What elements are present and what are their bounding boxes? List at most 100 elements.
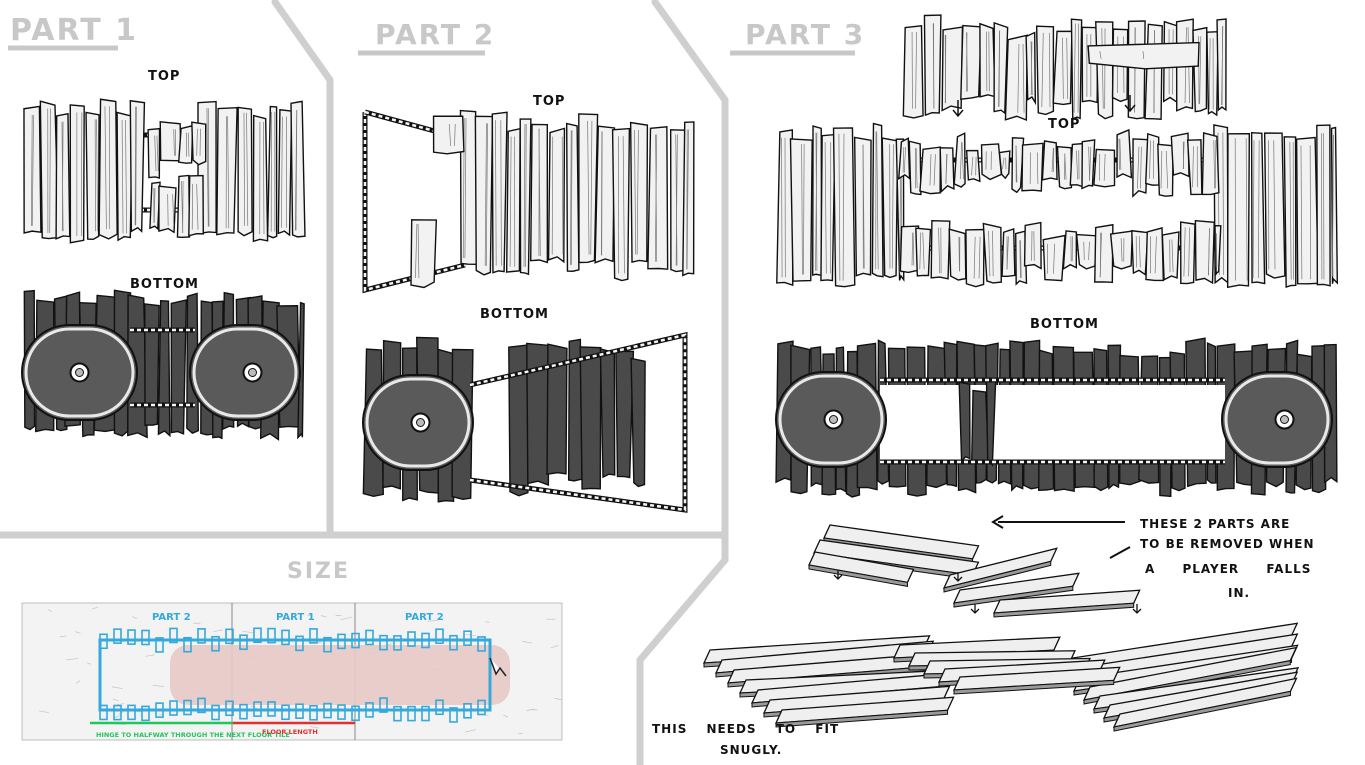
wood-grain bbox=[1089, 146, 1092, 181]
plank bbox=[958, 381, 971, 464]
wood-grain bbox=[561, 136, 564, 255]
wood-grain bbox=[912, 232, 915, 266]
sketch-mark bbox=[550, 644, 559, 649]
wood-grain bbox=[675, 134, 678, 266]
part3-bottom-drawing bbox=[775, 337, 1338, 498]
plank bbox=[1062, 230, 1078, 271]
wood-grain bbox=[1214, 140, 1217, 189]
drop-arrow bbox=[833, 570, 843, 580]
plank bbox=[1216, 18, 1227, 112]
sketch-mark bbox=[213, 629, 223, 632]
plank bbox=[579, 346, 602, 490]
wood-grain bbox=[1036, 152, 1039, 184]
wood-grain bbox=[525, 123, 527, 267]
wood-grain bbox=[207, 108, 210, 227]
size-plank-bottom bbox=[155, 702, 164, 718]
wood-grain bbox=[1171, 239, 1174, 273]
wood-grain bbox=[1199, 36, 1202, 104]
wood-grain bbox=[484, 123, 487, 266]
size-plank-bottom bbox=[281, 704, 290, 721]
size-plank-bottom bbox=[267, 701, 276, 717]
wood-grain bbox=[988, 230, 991, 277]
track-belt-rim bbox=[1224, 374, 1330, 465]
plank bbox=[1021, 142, 1044, 192]
sketch-mark bbox=[132, 616, 137, 620]
wood-grain bbox=[31, 114, 33, 226]
wood-grain bbox=[1077, 23, 1079, 113]
wood-grain bbox=[1066, 37, 1068, 99]
plank bbox=[149, 181, 161, 231]
plank bbox=[505, 127, 521, 273]
removed-note-line-4: IN. bbox=[1228, 586, 1250, 600]
plank bbox=[1001, 227, 1016, 278]
size-plank-bottom bbox=[435, 699, 444, 716]
wheel-axle bbox=[416, 418, 425, 427]
plank bbox=[147, 127, 161, 179]
wheel-axle bbox=[75, 368, 84, 377]
size-plank-bottom bbox=[141, 705, 150, 722]
wood-grain bbox=[243, 112, 245, 226]
wood-grain bbox=[938, 227, 941, 274]
sketch-mark bbox=[47, 609, 53, 613]
size-plank-top bbox=[113, 628, 122, 644]
plank bbox=[965, 149, 981, 183]
plank bbox=[1094, 223, 1114, 284]
part2-top-label: TOP bbox=[533, 94, 565, 109]
plank bbox=[297, 301, 305, 440]
size-plank-bottom bbox=[393, 705, 402, 722]
sketch-mark bbox=[74, 631, 81, 634]
iso-plank-edge bbox=[775, 709, 949, 728]
size-plank-bottom bbox=[295, 703, 304, 719]
size-label-part2-right: PART 2 bbox=[405, 612, 444, 623]
wood-grain bbox=[104, 106, 107, 230]
wood-grain bbox=[464, 118, 467, 259]
plank bbox=[546, 343, 568, 475]
wood-grain bbox=[1020, 240, 1022, 279]
wood-grain bbox=[1165, 150, 1169, 189]
plank bbox=[1161, 231, 1180, 281]
size-label-part2-left: PART 2 bbox=[152, 612, 191, 623]
size-plank-bottom bbox=[463, 702, 472, 719]
wood-grain bbox=[842, 133, 845, 281]
sketch-mark bbox=[59, 635, 67, 638]
wood-grain bbox=[1213, 140, 1216, 189]
wood-grain bbox=[675, 134, 678, 266]
plank bbox=[129, 99, 146, 233]
plank bbox=[98, 98, 118, 240]
plank bbox=[923, 14, 942, 117]
sketch-mark bbox=[484, 621, 490, 623]
plank bbox=[176, 174, 191, 239]
drop-arrow bbox=[1124, 95, 1136, 113]
wood-grain bbox=[1062, 37, 1064, 99]
wood-grain bbox=[1331, 134, 1334, 277]
plank bbox=[1201, 132, 1220, 196]
part3-isometric-drawing bbox=[702, 524, 1300, 732]
plank bbox=[982, 222, 1002, 284]
plank bbox=[611, 127, 631, 282]
wheel-axle bbox=[829, 415, 838, 424]
wood-grain bbox=[196, 183, 199, 230]
wood-grain bbox=[1051, 148, 1054, 172]
size-plank-bottom bbox=[421, 705, 430, 722]
plank bbox=[960, 24, 982, 100]
size-plank-top bbox=[267, 627, 276, 644]
size-plank-top bbox=[407, 631, 416, 647]
plank bbox=[1081, 26, 1099, 104]
size-plank-top bbox=[365, 629, 374, 646]
wood-grain bbox=[1321, 133, 1323, 280]
sketch-mark bbox=[465, 729, 477, 733]
wood-grain bbox=[601, 131, 603, 256]
wood-grain bbox=[1273, 140, 1276, 270]
size-plank-top bbox=[183, 636, 192, 653]
track-belt-rim bbox=[24, 327, 135, 418]
plank bbox=[157, 299, 171, 438]
size-plank-top bbox=[211, 635, 220, 652]
plank bbox=[998, 150, 1011, 180]
sketch-mark bbox=[111, 686, 123, 690]
loose-plank bbox=[410, 219, 438, 289]
wood-grain bbox=[1323, 133, 1325, 280]
wood-grain bbox=[686, 129, 689, 270]
rope-frame-twist bbox=[469, 333, 687, 512]
size-plank-top bbox=[463, 630, 472, 647]
wood-grain bbox=[227, 116, 230, 229]
